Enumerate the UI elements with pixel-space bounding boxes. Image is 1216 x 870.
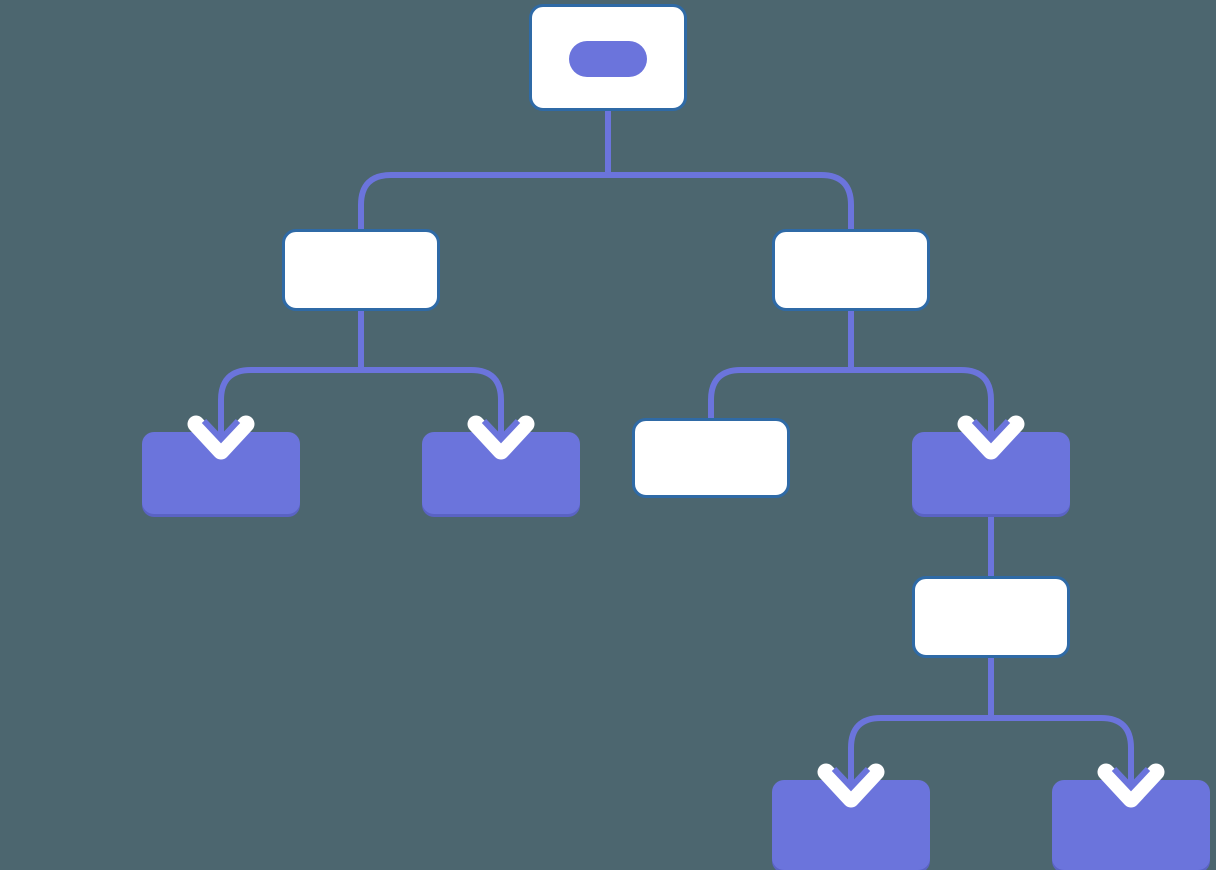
edge-sub-to-leaf6 [991,715,1134,788]
node-leaf-5[interactable] [772,780,930,870]
node-left-branch[interactable] [282,229,440,311]
edge-left-to-leaf1 [218,367,361,440]
node-sub-branch[interactable] [912,576,1070,658]
node-leaf-3[interactable] [632,418,790,498]
edge-root-to-left [358,172,608,229]
node-leaf-2[interactable] [422,432,580,514]
node-leaf-1[interactable] [142,432,300,514]
node-right-branch[interactable] [772,229,930,311]
edge-root-to-right [608,172,854,229]
edge-right-to-leaf4 [851,367,994,440]
edge-left-to-leaf2 [361,367,504,440]
node-leaf-4[interactable] [912,432,1070,514]
edge-right-to-leaf3 [708,367,851,420]
node-leaf-6[interactable] [1052,780,1210,870]
edge-sub-to-leaf5 [848,715,991,788]
root-pill-icon [569,41,647,77]
